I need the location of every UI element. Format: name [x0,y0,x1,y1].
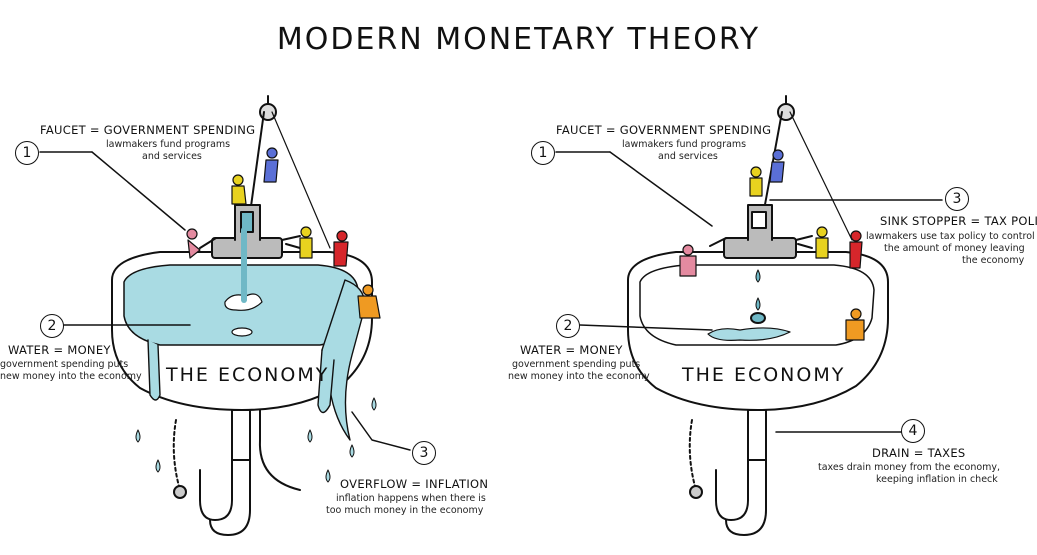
page-title: MODERN MONETARY THEORY [276,22,761,57]
right-water-desc-line1: government spending puts [512,359,641,370]
left-overflow-title: OVERFLOW = INFLATION [340,477,489,491]
right-faucet-desc-line2: and services [658,151,718,162]
right-drain-desc-line1: taxes drain money from the economy, [818,462,1001,473]
right-stopper-title: SINK STOPPER = TAX POLICY [880,214,1037,228]
right-stopper-desc-line3: the economy [962,255,1025,266]
right-callout-2-number: 2 [556,314,580,338]
right-stopper-desc-line2: the amount of money leaving [884,243,1025,254]
right-callout-4-number: 4 [901,419,925,443]
left-faucet-desc-line2: and services [142,151,202,162]
left-callout-3-number: 3 [412,441,436,465]
left-figures [186,147,381,319]
left-faucet-desc-line1: lawmakers fund programs [106,139,231,150]
right-stopper-desc-line1: lawmakers use tax policy to control [866,231,1035,242]
left-callout-2-number: 2 [40,314,64,338]
right-figures [679,149,865,341]
right-faucet-desc-line1: lawmakers fund programs [622,139,747,150]
left-water-desc-line1: government spending puts [0,359,129,370]
left-drain-pipe [172,409,301,536]
right-callout-3-number: 3 [945,187,969,211]
right-drain-desc-line2: keeping inflation in check [876,474,998,485]
left-sink [39,95,411,536]
right-water-title: WATER = MONEY [520,343,623,357]
right-faucet-title: FAUCET = GOVERNMENT SPENDING [556,123,772,137]
right-callout-1-number: 1 [531,141,555,165]
left-callout-1-number: 1 [15,141,39,165]
right-economy-label: THE ECONOMY [682,364,846,386]
right-sink [555,95,943,536]
left-water-title: WATER = MONEY [8,343,111,357]
left-water-desc-line2: new money into the economy [0,371,142,382]
left-overflow-desc-line1: inflation happens when there is [336,493,486,504]
left-faucet-title: FAUCET = GOVERNMENT SPENDING [40,123,256,137]
right-drain-title: DRAIN = TAXES [872,446,966,460]
right-drain-pipe [688,409,767,536]
left-economy-label: THE ECONOMY [166,364,330,386]
right-pulley-icon [763,95,853,241]
left-overflow-desc-line2: too much money in the economy [326,505,484,516]
right-water-desc-line2: new money into the economy [508,371,650,382]
